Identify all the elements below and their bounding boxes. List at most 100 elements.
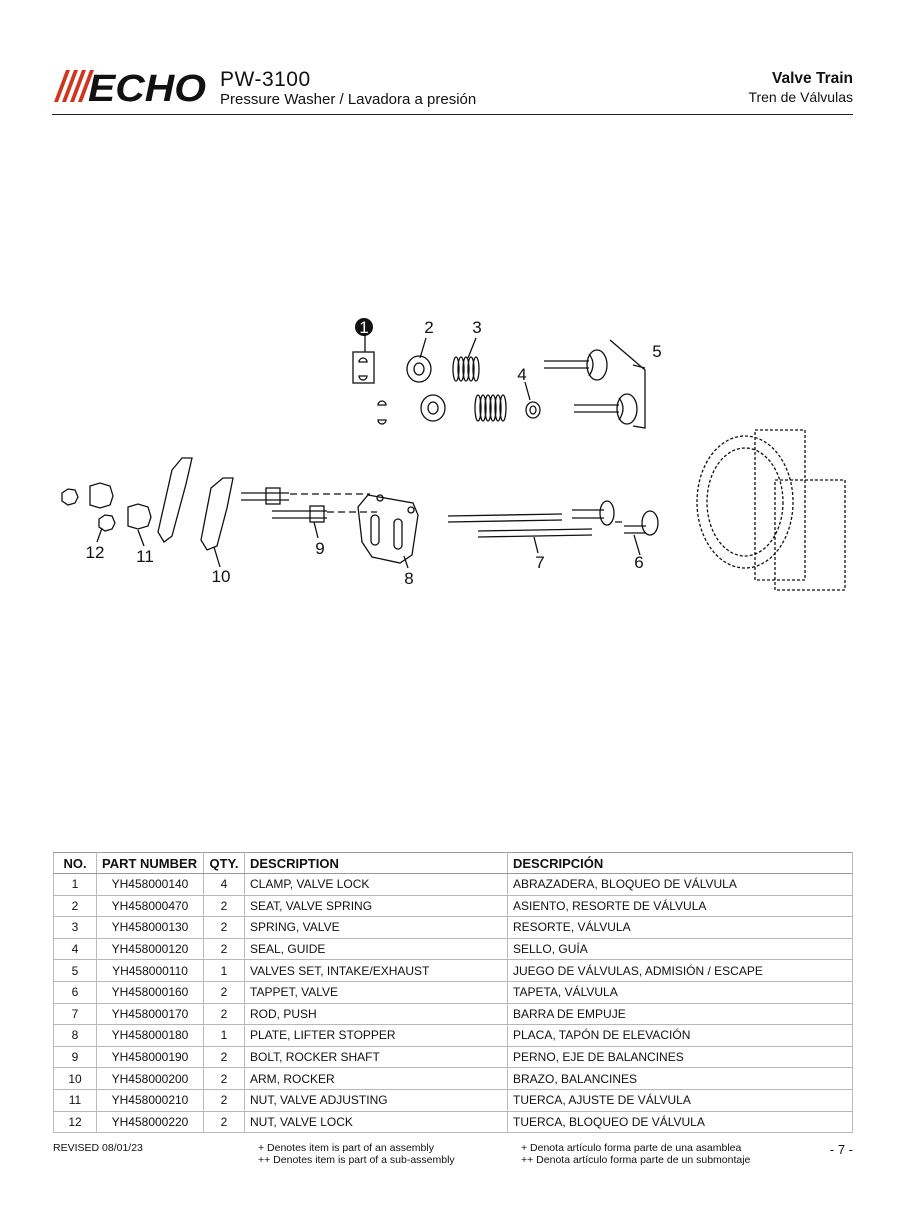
callout-12: 12: [86, 543, 105, 562]
camshaft-gear-assembly: [696, 429, 846, 591]
lifter-stopper-plate-part: [357, 494, 419, 564]
cell-no: 11: [53, 1089, 97, 1112]
table-header-row: NO. PART NUMBER QTY. DESCRIPTION DESCRIP…: [53, 852, 853, 874]
rocker-arm-part: [157, 457, 234, 551]
valve-adjusting-nut-part: [89, 482, 152, 530]
cell-part-number: YH458000160: [96, 981, 204, 1004]
cell-descripcion: TAPETA, VÁLVULA: [507, 981, 853, 1004]
cell-description: TAPPET, VALVE: [244, 981, 508, 1004]
cell-part-number: YH458000190: [96, 1046, 204, 1069]
cell-description: ARM, ROCKER: [244, 1067, 508, 1090]
product-subtitle: Pressure Washer / Lavadora a presión: [220, 91, 477, 108]
cell-descripcion: PLACA, TAPÓN DE ELEVACIÓN: [507, 1024, 853, 1047]
logo-wordmark: ECHO: [88, 68, 206, 104]
cell-descripcion: BARRA DE EMPUJE: [507, 1003, 853, 1026]
cell-no: 3: [53, 916, 97, 939]
notes-english: + Denotes item is part of an assembly ++…: [258, 1142, 455, 1166]
cell-qty: 2: [203, 916, 245, 939]
column-header-qty: QTY.: [203, 852, 245, 874]
cell-descripcion: ABRAZADERA, BLOQUEO DE VÁLVULA: [507, 873, 853, 896]
cell-descripcion: ASIENTO, RESORTE DE VÁLVULA: [507, 895, 853, 918]
callout-6: 6: [634, 553, 643, 572]
cell-qty: 2: [203, 895, 245, 918]
exploded-parts-diagram: 1 2 3 4 5 6 7 8 9 10 11 12: [61, 318, 846, 591]
cell-descripcion: RESORTE, VÁLVULA: [507, 916, 853, 939]
cell-description: ROD, PUSH: [244, 1003, 508, 1026]
revision-date: REVISED 08/01/23: [53, 1142, 143, 1154]
callout-9: 9: [315, 539, 324, 558]
cell-descripcion: BRAZO, BALANCINES: [507, 1067, 853, 1090]
cell-qty: 1: [203, 959, 245, 982]
valve-set-part: [544, 339, 646, 429]
echo-logo: ECHO: [54, 68, 206, 104]
callout-2: 2: [424, 318, 433, 337]
cell-no: 4: [53, 938, 97, 961]
cell-no: 5: [53, 959, 97, 982]
rocker-shaft-bolt-part: [241, 487, 327, 523]
cell-part-number: YH458000470: [96, 895, 204, 918]
cell-descripcion: JUEGO DE VÁLVULAS, ADMISIÓN / ESCAPE: [507, 959, 853, 982]
cell-description: PLATE, LIFTER STOPPER: [244, 1024, 508, 1047]
cell-description: SEAL, GUIDE: [244, 938, 508, 961]
callout-1: 1: [359, 318, 368, 337]
cell-description: BOLT, ROCKER SHAFT: [244, 1046, 508, 1069]
cell-qty: 1: [203, 1024, 245, 1047]
page-header: ECHO PW-3100 Pressure Washer / Lavadora …: [52, 62, 853, 115]
callout-7: 7: [535, 553, 544, 572]
cell-qty: 2: [203, 981, 245, 1004]
callout-3: 3: [472, 318, 481, 337]
note-assembly-es: + Denota artículo forma parte de una asa…: [521, 1142, 742, 1154]
page-number: - 7 -: [829, 1142, 853, 1157]
cell-no: 7: [53, 1003, 97, 1026]
page-footer: REVISED 08/01/23 + Denotes item is part …: [53, 1142, 853, 1172]
cell-descripcion: PERNO, EJE DE BALANCINES: [507, 1046, 853, 1069]
callout-11: 11: [136, 547, 154, 566]
cell-qty: 2: [203, 1003, 245, 1026]
cell-part-number: YH458000180: [96, 1024, 204, 1047]
cell-qty: 2: [203, 938, 245, 961]
column-header-description: DESCRIPTION: [244, 852, 508, 874]
model-name: PW-3100: [220, 68, 311, 91]
callout-4: 4: [517, 365, 526, 384]
cell-no: 9: [53, 1046, 97, 1069]
valve-spring-part: [452, 356, 507, 422]
cell-part-number: YH458000170: [96, 1003, 204, 1026]
cell-descripcion: TUERCA, BLOQUEO DE VÁLVULA: [507, 1111, 853, 1134]
cell-descripcion: TUERCA, AJUSTE DE VÁLVULA: [507, 1089, 853, 1112]
cell-part-number: YH458000210: [96, 1089, 204, 1112]
cell-descripcion: SELLO, GUÍA: [507, 938, 853, 961]
column-header-part-number: PART NUMBER: [96, 852, 204, 874]
section-subtitle: Tren de Válvulas: [748, 89, 853, 105]
cell-no: 8: [53, 1024, 97, 1047]
valve-spring-seat-part: [406, 355, 446, 422]
push-rod-part: [447, 513, 593, 538]
valve-lock-nut-part: [61, 488, 116, 532]
cell-no: 10: [53, 1067, 97, 1090]
cell-description: SPRING, VALVE: [244, 916, 508, 939]
cell-description: SEAT, VALVE SPRING: [244, 895, 508, 918]
cell-no: 2: [53, 895, 97, 918]
cell-part-number: YH458000110: [96, 959, 204, 982]
cell-part-number: YH458000130: [96, 916, 204, 939]
cell-description: NUT, VALVE LOCK: [244, 1111, 508, 1134]
column-header-no: NO.: [53, 852, 97, 874]
note-assembly-en: + Denotes item is part of an assembly: [258, 1142, 434, 1154]
cell-qty: 2: [203, 1067, 245, 1090]
callout-5: 5: [652, 342, 661, 361]
cell-qty: 2: [203, 1111, 245, 1134]
guide-seal-part: [525, 401, 541, 419]
section-title: Valve Train: [772, 70, 853, 87]
cell-qty: 4: [203, 873, 245, 896]
cell-description: NUT, VALVE ADJUSTING: [244, 1089, 508, 1112]
cell-description: CLAMP, VALVE LOCK: [244, 873, 508, 896]
note-subassembly-en: ++ Denotes item is part of a sub-assembl…: [258, 1154, 455, 1166]
